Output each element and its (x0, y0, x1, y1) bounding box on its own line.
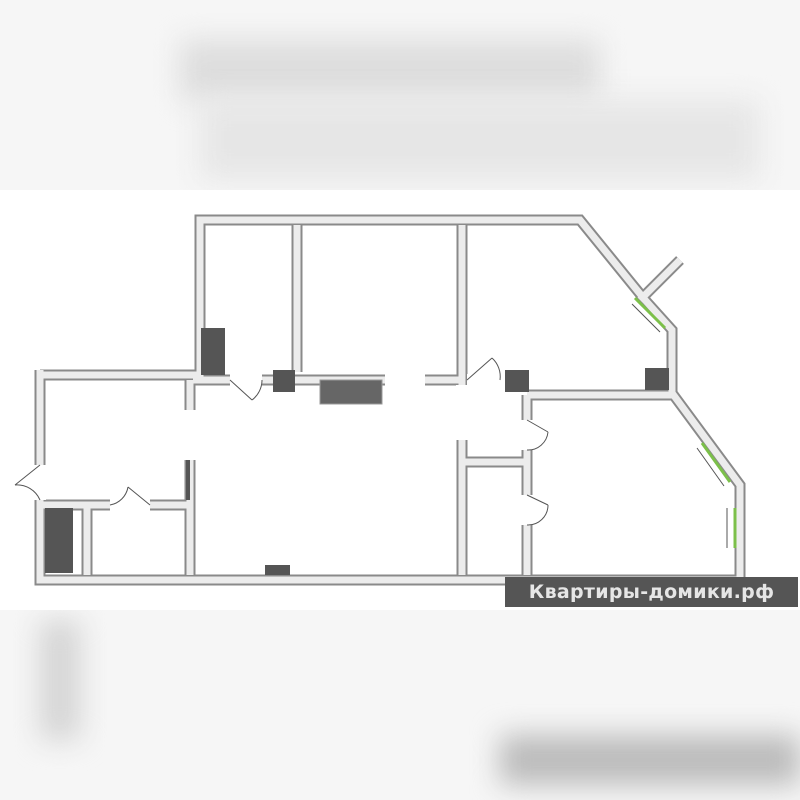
column (273, 370, 295, 392)
blurred-background-bottom (40, 620, 80, 740)
window (633, 296, 667, 330)
column (319, 379, 383, 405)
floor-plan (0, 190, 800, 610)
floor-plan-drawing (14, 214, 746, 586)
column (45, 508, 73, 573)
column (201, 328, 225, 375)
watermark-banner: Квартиры-домики.рф (505, 577, 798, 607)
blurred-watermark-bottom (500, 735, 800, 785)
column (265, 565, 290, 575)
watermark-text: Квартиры-домики.рф (528, 581, 775, 603)
columns (45, 328, 669, 575)
blurred-background-top-2 (200, 100, 760, 180)
windows (633, 296, 737, 548)
window-frame (186, 460, 190, 500)
door-swings (14, 357, 549, 526)
window (700, 442, 732, 483)
door-openings (34, 374, 533, 525)
column (505, 370, 529, 392)
dimension-lines (631, 303, 728, 548)
blurred-background-top (180, 40, 600, 100)
column (645, 368, 669, 390)
